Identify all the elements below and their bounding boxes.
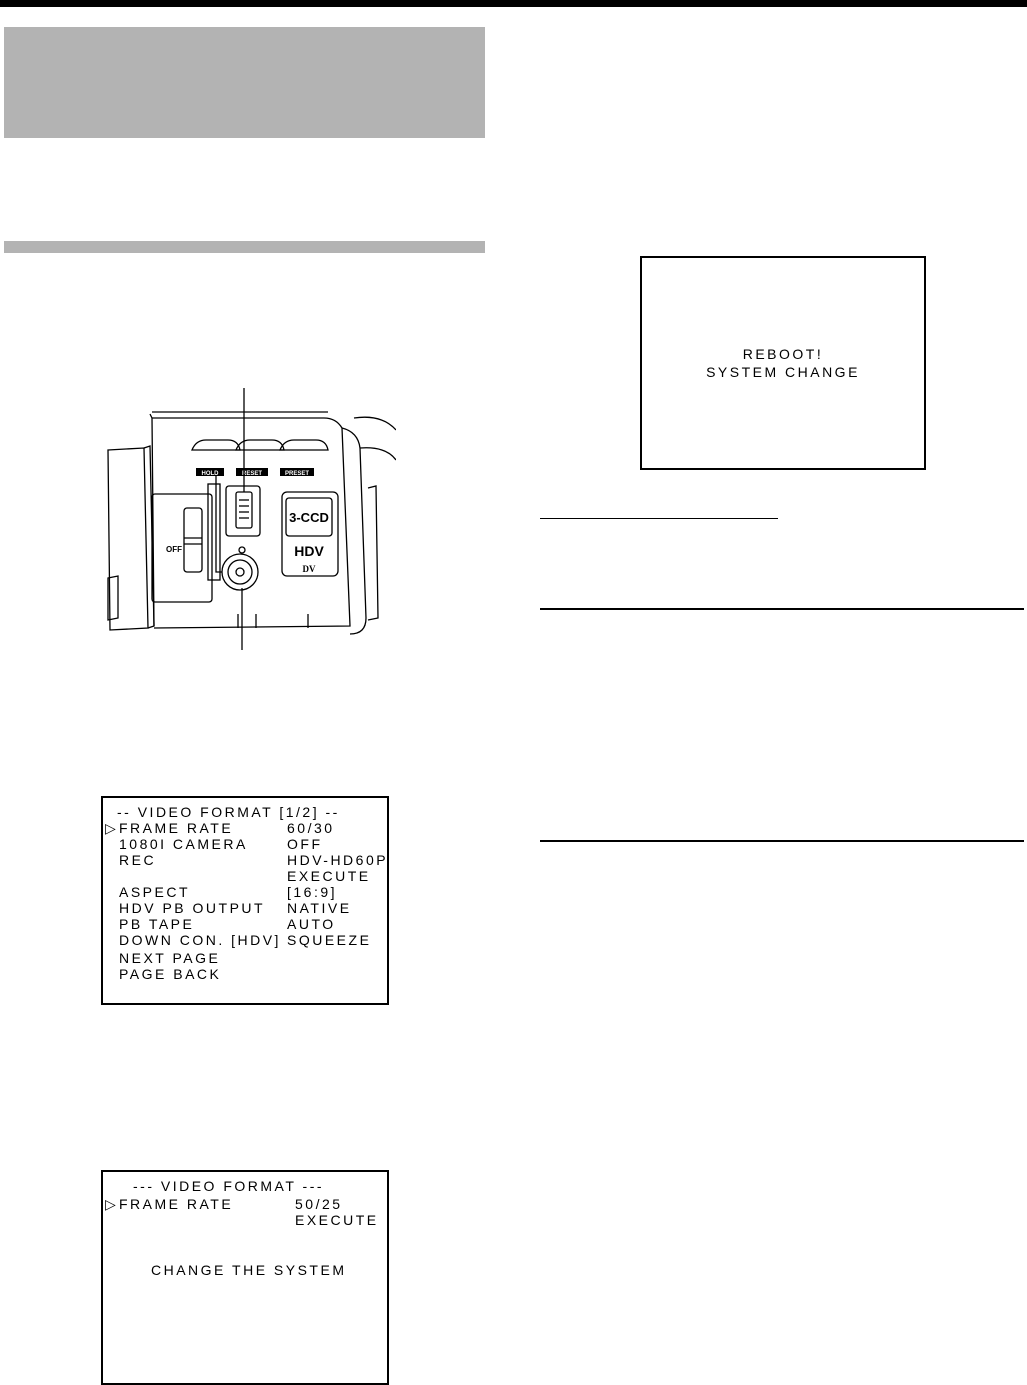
- camera-off-label: OFF: [166, 545, 182, 554]
- change-system-title: --- VIDEO FORMAT ---: [133, 1178, 325, 1194]
- camera-illustration: HOLD RESET PRESET OFF 3-CCD HDV DV: [107, 388, 396, 650]
- menu-row-value: HDV-HD60P: [287, 852, 389, 868]
- reboot-line-1: REBOOT!: [742, 346, 824, 362]
- change-system-row-value: 50/25: [295, 1196, 343, 1212]
- top-border: [0, 0, 1027, 7]
- menu-row-label: NEXT PAGE: [119, 950, 221, 966]
- menu-row-label: ASPECT: [119, 884, 191, 900]
- reboot-screen: REBOOT! SYSTEM CHANGE: [640, 256, 926, 470]
- menu-row-label: DOWN CON. [HDV]: [119, 932, 281, 948]
- subsection-rule: [4, 241, 485, 253]
- camera-ccd-badge: 3-CCD: [289, 510, 329, 525]
- change-system-screen: --- VIDEO FORMAT --- ▷ FRAME RATE 50/25 …: [101, 1170, 389, 1385]
- change-system-row-label: FRAME RATE: [119, 1196, 234, 1212]
- menu-row-label: FRAME RATE: [119, 820, 234, 836]
- menu-row-value: AUTO: [287, 916, 336, 932]
- camera-reset-label: RESET: [242, 471, 262, 477]
- menu-row-label: PB TAPE: [119, 916, 195, 932]
- section-header-block: [4, 27, 485, 138]
- reboot-line-2: SYSTEM CHANGE: [706, 364, 860, 380]
- change-system-execute: EXECUTE: [295, 1212, 379, 1228]
- menu-row-label: 1080I CAMERA: [119, 836, 248, 852]
- divider-rule: [540, 840, 1024, 842]
- camera-preset-label: PRESET: [285, 471, 309, 477]
- change-system-message: CHANGE THE SYSTEM: [151, 1262, 347, 1278]
- menu-row-label: PAGE BACK: [119, 966, 222, 982]
- menu-row-value: 60/30: [287, 820, 335, 836]
- camera-dv-badge: DV: [303, 564, 316, 574]
- menu-row-value: EXECUTE: [287, 868, 371, 884]
- menu-row-value: SQUEEZE: [287, 932, 372, 948]
- menu-row-label: HDV PB OUTPUT: [119, 900, 266, 916]
- menu-row-value: [16:9]: [287, 884, 338, 900]
- menu-cursor-icon: ▷: [105, 820, 119, 836]
- divider-rule: [540, 608, 1024, 610]
- change-system-cursor-icon: ▷: [105, 1196, 119, 1212]
- video-format-menu-screen: -- VIDEO FORMAT [1/2] -- ▷ FRAME RATE 60…: [101, 796, 389, 1005]
- camera-hdv-badge: HDV: [294, 543, 324, 559]
- menu-row-value: OFF: [287, 836, 323, 852]
- menu-row-value: NATIVE: [287, 900, 352, 916]
- camera-hold-label: HOLD: [202, 471, 220, 477]
- menu-title: -- VIDEO FORMAT [1/2] --: [117, 804, 340, 820]
- note-underline: [540, 518, 778, 519]
- menu-row-label: REC: [119, 852, 157, 868]
